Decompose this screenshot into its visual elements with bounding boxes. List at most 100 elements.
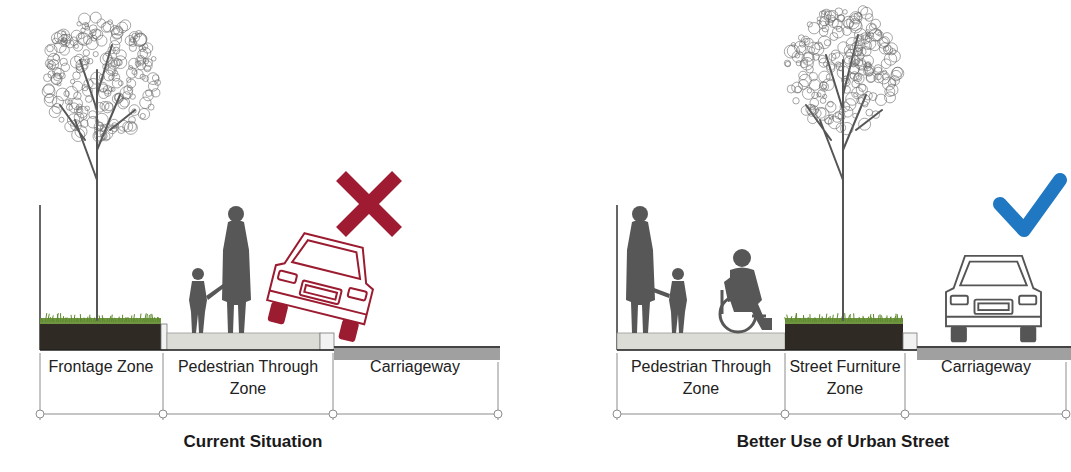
leaf-cluster [889, 51, 900, 62]
leaf-cluster [95, 113, 108, 126]
leaf-cluster [115, 93, 123, 101]
leaf-cluster [890, 49, 896, 55]
grass-blade [890, 317, 891, 322]
grass-blade [885, 317, 886, 322]
curb [320, 333, 334, 350]
grass-blades [41, 313, 903, 322]
leaf-cluster [49, 106, 60, 117]
leaf-cluster [836, 62, 841, 67]
grass-blade [894, 316, 896, 322]
leaf-cluster [127, 68, 138, 79]
leaf-cluster [143, 43, 153, 53]
leaf-cluster [113, 47, 120, 54]
pedestrians [626, 206, 772, 333]
grass-blade [851, 318, 852, 322]
grass-blade [826, 314, 827, 322]
grass-blade [146, 314, 148, 322]
grass-blade [45, 313, 46, 322]
leaf-cluster [882, 77, 895, 90]
leaf-cluster [130, 37, 135, 42]
leaf-cluster [129, 58, 139, 68]
leaf-cluster [792, 82, 803, 93]
leaf-cluster [807, 89, 811, 93]
leaf-cluster [812, 43, 824, 55]
leaf-cluster [120, 20, 131, 31]
leaf-cluster [130, 94, 135, 99]
leaf-cluster [152, 89, 160, 97]
grass-blade [56, 313, 58, 322]
leaf-cluster [787, 85, 795, 93]
leaf-cluster [843, 78, 851, 86]
leaf-cluster [74, 44, 78, 48]
leaf-cluster [802, 53, 814, 65]
leaf-cluster [127, 87, 131, 91]
leaf-cluster [142, 44, 148, 50]
leaf-cluster [874, 65, 882, 73]
leaf-cluster [824, 40, 830, 46]
leaf-cluster [808, 42, 820, 54]
grass-blade [65, 318, 67, 322]
wheelchair-user-head [733, 249, 751, 267]
leaf-cluster [799, 71, 808, 80]
leaf-cluster [87, 58, 93, 64]
grass-blade [871, 317, 873, 322]
leaf-cluster [118, 99, 128, 109]
leaf-cluster [114, 26, 123, 35]
grass-blade [827, 317, 829, 322]
ground-line [40, 349, 334, 351]
leaf-cluster [865, 14, 873, 22]
leaf-cluster [102, 102, 113, 113]
road-edge [917, 346, 1071, 348]
leaf-cluster [106, 51, 111, 56]
planting-bed [40, 322, 161, 350]
grass-blade [815, 317, 817, 322]
wheelchair [720, 290, 766, 332]
leaf-cluster [83, 65, 87, 69]
leaf-cluster [837, 15, 844, 22]
grass-blade [81, 318, 83, 322]
grass-blade [77, 318, 78, 322]
grass-blade [87, 317, 89, 322]
grass-blade [133, 314, 134, 322]
leaf-cluster [86, 38, 98, 50]
grass-blade [154, 317, 156, 322]
leaf-cluster [862, 101, 868, 107]
woman-figure [222, 220, 251, 333]
grass-blade [53, 318, 55, 322]
leaf-cluster [47, 61, 56, 70]
leaf-cluster [101, 23, 111, 33]
leaf-cluster [66, 40, 74, 48]
leaf-cluster [804, 38, 808, 42]
leaf-cluster [140, 48, 151, 59]
grass-blade [122, 315, 123, 322]
leaf-cluster [129, 39, 137, 47]
leaf-cluster [93, 130, 105, 142]
leaf-cluster [843, 10, 848, 15]
leaf-cluster [865, 68, 873, 76]
leaf-cluster [107, 58, 113, 64]
grass-blade [830, 316, 831, 322]
leaf-cluster [86, 96, 93, 103]
leaf-cluster [804, 59, 808, 63]
grass-blade [875, 318, 876, 322]
leaf-cluster [820, 82, 827, 89]
leaf-cluster [138, 109, 149, 120]
grass-blade [895, 314, 896, 322]
leaf-cluster [151, 57, 156, 62]
leaf-cluster [822, 10, 826, 14]
leaf-cluster [136, 56, 146, 66]
leaf-cluster [864, 66, 874, 76]
leaf-cluster [859, 118, 871, 130]
leaf-cluster [843, 86, 850, 93]
grass-blade [148, 315, 150, 322]
leaf-cluster [832, 50, 840, 58]
leaf-cluster [127, 79, 136, 88]
grass-blade [849, 314, 851, 322]
grass-blade [804, 318, 806, 322]
leaf-cluster [140, 74, 145, 79]
leaf-cluster [819, 82, 828, 91]
leaf-cluster [822, 25, 829, 32]
leaf-cluster [140, 97, 151, 108]
grass-blade [90, 317, 92, 322]
